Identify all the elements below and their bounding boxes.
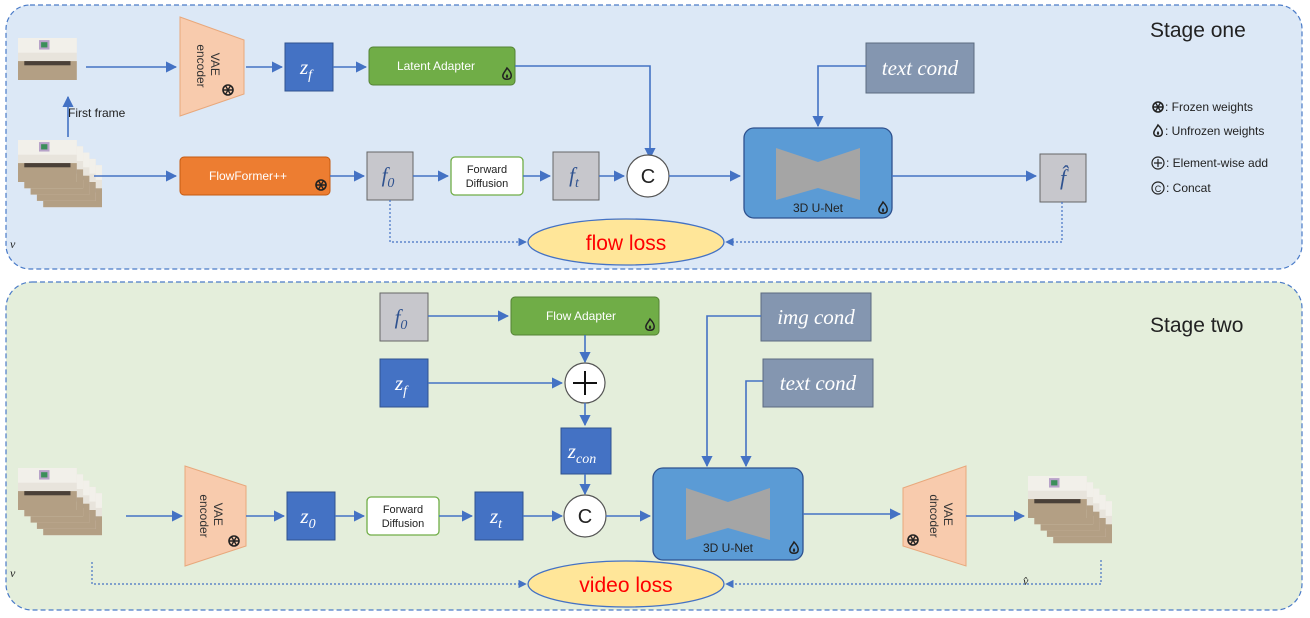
concat-icon: C bbox=[1151, 181, 1165, 195]
svg-text:ft: ft bbox=[569, 163, 580, 191]
svg-text:zf: zf bbox=[394, 371, 409, 399]
f-hat-box: f̂ bbox=[1039, 153, 1087, 203]
svg-text:img cond: img cond bbox=[777, 305, 855, 329]
svg-text:: Concat: : Concat bbox=[1166, 181, 1211, 195]
flow-loss: flow loss bbox=[527, 218, 725, 266]
svg-text:Flow Adapter: Flow Adapter bbox=[546, 309, 616, 323]
video-loss: video loss bbox=[527, 560, 725, 608]
concat-node: C bbox=[626, 154, 670, 198]
stage-two-title: Stage two bbox=[1150, 314, 1243, 337]
svg-text:FlowFormer++: FlowFormer++ bbox=[209, 169, 287, 183]
first-frame-label: First frame bbox=[68, 106, 126, 120]
svg-text:z0: z0 bbox=[299, 504, 315, 532]
svg-text:: Element-wise add: : Element-wise add bbox=[1166, 156, 1268, 170]
stage-two-panel: Stage two f0 Flow Adapter zf zco bbox=[5, 281, 1303, 611]
f-0-box-stage-two: f0 bbox=[379, 292, 429, 342]
latent-adapter: Latent Adapter bbox=[368, 46, 516, 86]
forward-diffusion-stage-two: Forward Diffusion bbox=[366, 496, 440, 536]
forward-diffusion: Forward Diffusion bbox=[450, 156, 524, 196]
stage-one-title: Stage one bbox=[1150, 19, 1246, 42]
input-video-label-stage-two: v bbox=[10, 566, 16, 580]
svg-text:f0: f0 bbox=[382, 163, 395, 191]
first-frame-image bbox=[18, 38, 77, 80]
svg-text:text cond: text cond bbox=[780, 371, 857, 395]
flow-adapter: Flow Adapter bbox=[510, 296, 660, 336]
svg-text:Forward: Forward bbox=[383, 504, 423, 516]
output-video-label: v̂ bbox=[1023, 574, 1029, 588]
z-t-box: zt bbox=[474, 491, 524, 541]
add-icon bbox=[1151, 156, 1165, 170]
f-0-box: f0 bbox=[366, 151, 414, 201]
unet-3d: 3D U-Net bbox=[743, 127, 893, 219]
svg-text:flow loss: flow loss bbox=[586, 232, 667, 255]
f-t-box: ft bbox=[552, 151, 600, 201]
svg-text:: Frozen weights: : Frozen weights bbox=[1165, 100, 1253, 114]
z-con-box: zcon bbox=[560, 427, 612, 475]
svg-text:3D U-Net: 3D U-Net bbox=[703, 541, 754, 555]
svg-text:zf: zf bbox=[299, 55, 314, 83]
stage-one-panel: Stage one First frame v VAE encoder zf bbox=[5, 4, 1303, 270]
text-cond-box-stage-two: text cond bbox=[762, 358, 874, 408]
z-0-box: z0 bbox=[286, 491, 336, 541]
svg-text:f̂: f̂ bbox=[1060, 165, 1070, 190]
svg-text:text cond: text cond bbox=[882, 56, 959, 80]
svg-text:C: C bbox=[1155, 184, 1162, 194]
svg-text:zt: zt bbox=[489, 504, 503, 532]
concat-node-stage-two: C bbox=[563, 494, 607, 538]
svg-text:Diffusion: Diffusion bbox=[382, 518, 425, 530]
add-node bbox=[564, 362, 606, 404]
svg-text:Forward: Forward bbox=[467, 164, 507, 176]
input-video-label: v bbox=[10, 237, 16, 251]
text-cond-box: text cond bbox=[865, 42, 975, 94]
z-f-box: zf bbox=[284, 42, 334, 92]
svg-text:zcon: zcon bbox=[567, 439, 596, 467]
legend: : Frozen weights : Unfrozen weights : El… bbox=[1151, 100, 1268, 195]
vae-encoder: VAE encoder bbox=[179, 16, 245, 117]
svg-text:3D U-Net: 3D U-Net bbox=[793, 201, 844, 215]
svg-text:C: C bbox=[578, 506, 592, 528]
svg-text:VAE encoder: VAE encoder bbox=[197, 494, 225, 537]
svg-text:Diffusion: Diffusion bbox=[466, 178, 509, 190]
vae-decoder: VAE dncoder bbox=[902, 465, 967, 567]
unet-3d-stage-two: 3D U-Net bbox=[652, 467, 804, 561]
svg-text:C: C bbox=[641, 166, 655, 188]
flowformer: FlowFormer++ bbox=[179, 156, 331, 196]
svg-text:Latent Adapter: Latent Adapter bbox=[397, 59, 475, 73]
svg-text:VAE dncoder: VAE dncoder bbox=[927, 494, 955, 537]
svg-text:video loss: video loss bbox=[579, 574, 672, 597]
img-cond-box: img cond bbox=[760, 292, 872, 342]
vae-encoder-stage-two: VAE encoder bbox=[184, 465, 247, 567]
z-f-box-stage-two: zf bbox=[379, 358, 429, 408]
svg-text:: Unfrozen weights: : Unfrozen weights bbox=[1165, 124, 1264, 138]
svg-text:VAE encoder: VAE encoder bbox=[194, 44, 222, 87]
svg-text:f0: f0 bbox=[395, 305, 408, 333]
